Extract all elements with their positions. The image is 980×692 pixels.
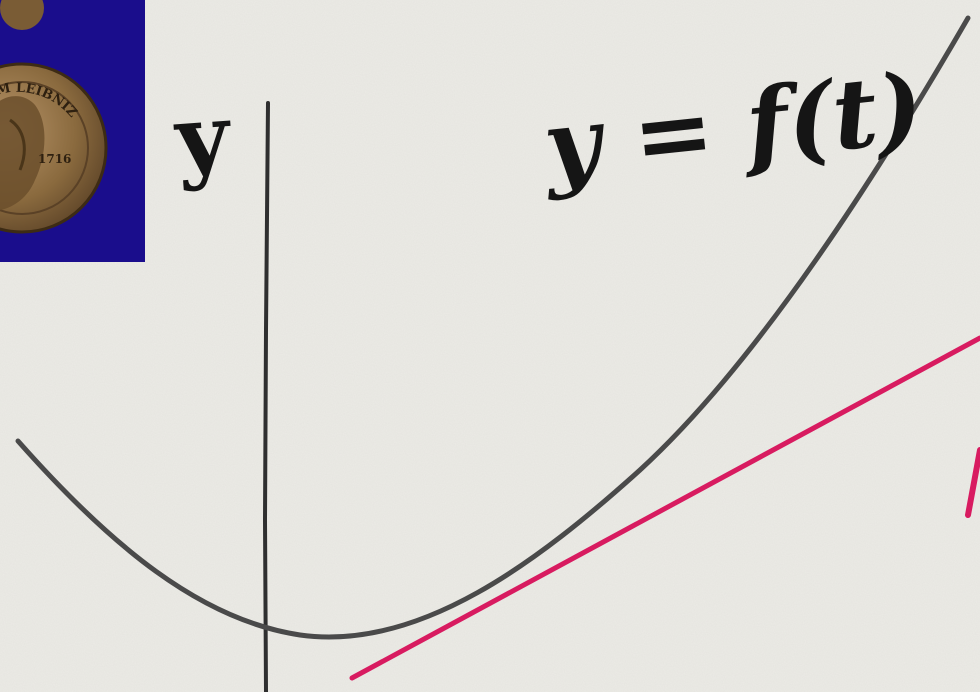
- medal-image: HELM LEIBNIZ 1716: [0, 62, 108, 234]
- medal-top-edge: [0, 0, 44, 30]
- medal-year: 1716: [38, 152, 71, 166]
- vertical-axis: [262, 101, 270, 692]
- leibniz-medal-panel: HELM LEIBNIZ 1716: [0, 0, 145, 262]
- tangent-line: [349, 335, 980, 681]
- axis-label-y: y: [170, 82, 235, 194]
- curve-f: [15, 15, 971, 640]
- medal-portrait: [0, 96, 45, 211]
- tangent-label-fragment: [965, 447, 980, 518]
